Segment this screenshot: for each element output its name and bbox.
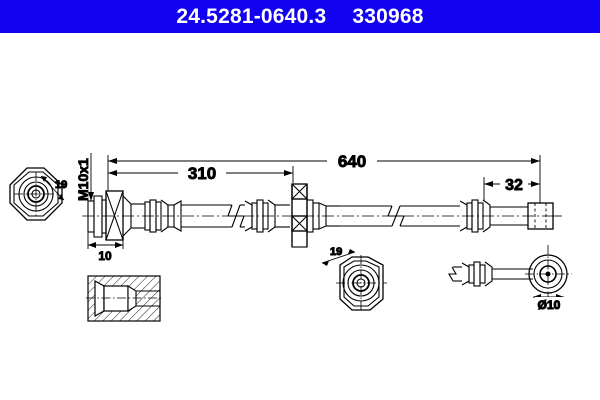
reference-number: 330968 — [352, 4, 424, 28]
section-detail-view — [86, 275, 162, 322]
mid-bracket-dim-label: 19 — [330, 246, 342, 258]
eye-diameter-label: Ø10 — [538, 298, 561, 312]
dimension-32: 32 — [484, 175, 540, 194]
mid-end-view: 19 — [321, 245, 387, 312]
dimension-640-label: 640 — [338, 152, 366, 171]
left-bracket-dim-label: 19 — [55, 179, 67, 191]
mid-bracket — [291, 183, 340, 248]
left-end-view: 19 — [9, 167, 68, 221]
thread-spec-annotation: M10x1 — [75, 153, 94, 201]
dimension-32-label: 32 — [505, 177, 523, 194]
part-number: 24.5281-0640.3 — [176, 4, 327, 28]
right-end-block — [527, 202, 562, 230]
dimension-10: 10 — [87, 232, 124, 263]
banjo-eye-view: Ø10 — [448, 245, 572, 313]
dimension-lines: 640 310 32 — [75, 152, 541, 263]
dimension-640: 640 — [108, 152, 540, 171]
dimension-310: 310 — [108, 164, 293, 183]
header-text: 24.5281-0640.3 330968 — [176, 5, 423, 29]
right-crimp-fitting — [459, 199, 528, 233]
dimension-10-label: 10 — [98, 249, 112, 263]
technical-drawing-canvas: 19 — [0, 33, 600, 400]
left-male-fitting — [87, 190, 182, 241]
main-hose-assembly — [82, 183, 562, 248]
thread-spec-label: M10x1 — [75, 158, 91, 201]
header-bar: 24.5281-0640.3 330968 — [0, 0, 600, 33]
mid-crimp-fitting — [244, 199, 290, 233]
dimension-310-label: 310 — [188, 164, 216, 183]
drawing-svg: 19 — [9, 152, 572, 322]
